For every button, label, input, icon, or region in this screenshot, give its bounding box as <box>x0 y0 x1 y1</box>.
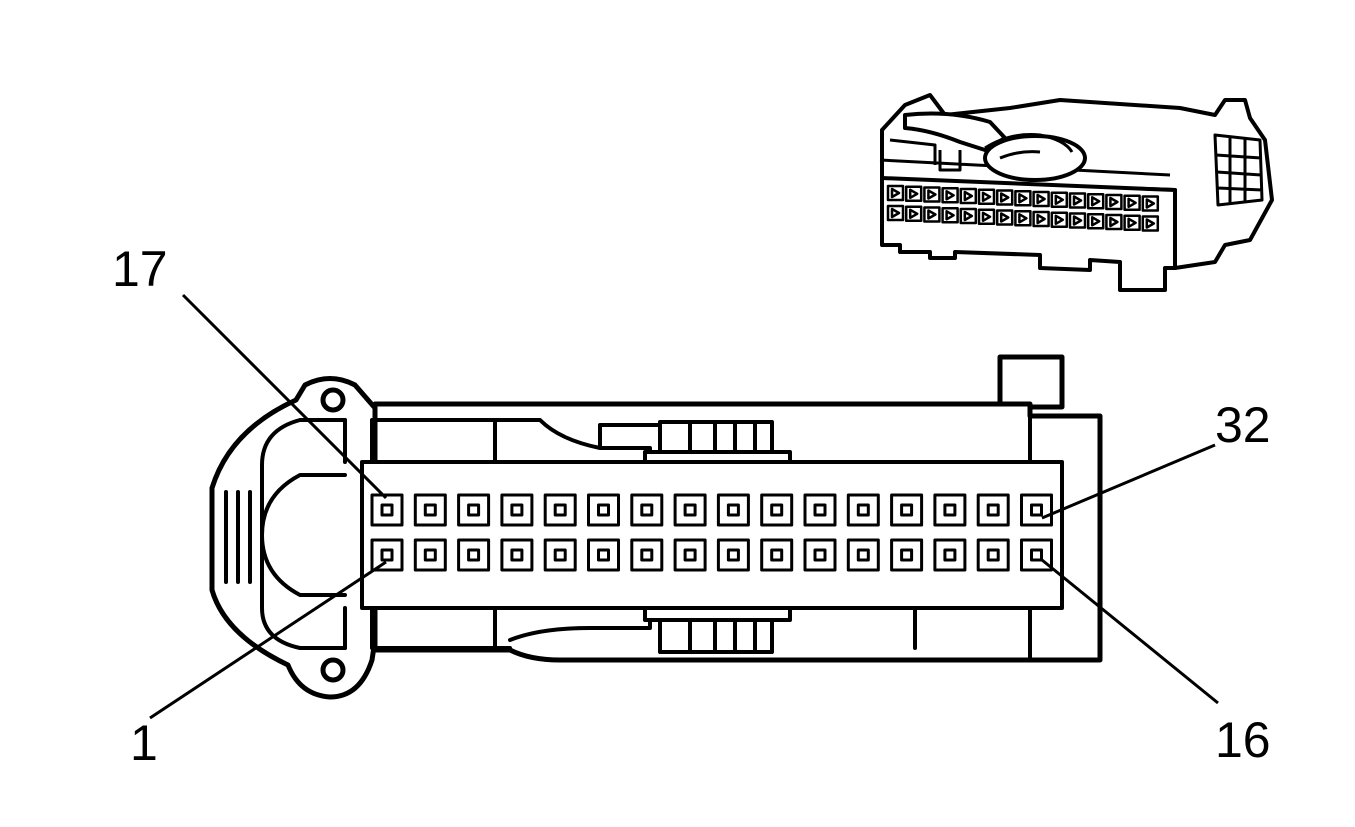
iso-pin-terminal <box>1090 216 1101 227</box>
bottom-mounting-eyelet <box>320 657 346 683</box>
pin-terminal <box>683 503 697 517</box>
pin-terminal <box>380 548 394 562</box>
pin-terminal <box>423 503 437 517</box>
pin-terminal <box>380 503 394 517</box>
pin-terminal <box>813 503 827 517</box>
pin-cavity <box>933 538 967 572</box>
iso-pin-terminal <box>1072 215 1083 226</box>
iso-pin-terminal <box>890 207 901 219</box>
iso-pin-terminal <box>1090 196 1101 207</box>
pin-label-32: 32 <box>1215 397 1271 453</box>
top-mounting-eyelet <box>320 387 346 413</box>
pin-terminal <box>900 503 914 517</box>
pin-cavity <box>370 538 404 572</box>
pin-terminal <box>640 548 654 562</box>
pin-terminal <box>640 503 654 517</box>
pin-terminal <box>770 503 784 517</box>
leader-line-1 <box>149 560 387 720</box>
iso-pin-terminal <box>890 187 901 199</box>
leader-line-32 <box>1041 443 1216 520</box>
pin-terminal <box>770 548 784 562</box>
pin-terminal <box>467 548 481 562</box>
leader-line-16 <box>1041 558 1219 705</box>
pin-cavity <box>933 493 967 527</box>
pin-terminal <box>813 548 827 562</box>
top-right-tab <box>997 354 1065 410</box>
pin-field <box>360 460 1064 610</box>
pin-label-16: 16 <box>1215 712 1271 768</box>
pin-terminal <box>986 503 1000 517</box>
pin-terminal <box>510 548 524 562</box>
iso-pin-terminal <box>1127 217 1137 229</box>
pin-terminal <box>510 503 524 517</box>
iso-pin-terminal <box>908 188 919 200</box>
iso-pin-terminal <box>981 191 992 203</box>
iso-pin-terminal <box>927 189 937 200</box>
left-latch-cavity <box>260 473 347 597</box>
iso-pin-terminal <box>945 190 955 201</box>
pin-label-1: 1 <box>130 715 158 771</box>
pin-terminal <box>597 548 610 562</box>
iso-pin-terminal <box>1036 213 1046 225</box>
iso-pin-terminal <box>1109 216 1119 228</box>
pin-terminal <box>856 503 870 517</box>
iso-pin-terminal <box>1036 193 1046 205</box>
leader-line-17 <box>181 293 388 500</box>
pin-cavity <box>716 493 750 527</box>
pin-terminal <box>943 503 957 517</box>
pin-cavity <box>500 493 534 527</box>
iso-pin-terminal <box>1072 195 1083 206</box>
pin-terminal <box>597 503 610 517</box>
pin-terminal <box>726 503 740 517</box>
iso-pin-terminal <box>908 208 919 220</box>
iso-pin-terminal <box>999 212 1010 223</box>
top-guide-rail <box>343 418 662 464</box>
leader-lines <box>149 293 1219 720</box>
pin-terminal <box>553 548 567 562</box>
iso-rotary-lock-detail <box>984 133 1074 160</box>
connector-face-view <box>209 354 1103 700</box>
iso-pin-terminal <box>927 209 937 220</box>
left-latch <box>209 376 378 700</box>
connector-isometric-view <box>879 93 1274 292</box>
iso-pin-terminal <box>963 210 974 222</box>
iso-pin-terminal <box>1018 213 1028 224</box>
iso-pin-terminal <box>1145 218 1156 229</box>
pin-terminal <box>900 548 914 562</box>
pin-cavity <box>630 493 664 527</box>
iso-pin-rows <box>886 184 1160 232</box>
bottom-center-lock <box>643 606 792 654</box>
pin-terminal <box>856 548 870 562</box>
iso-pin-terminal <box>1127 197 1137 209</box>
pin-cavity <box>803 493 837 527</box>
pin-terminal <box>467 503 481 517</box>
pin-terminal <box>1030 503 1043 517</box>
iso-pin-terminal <box>1054 214 1065 226</box>
iso-pin-terminal <box>1145 198 1156 209</box>
pin-terminal <box>726 548 740 562</box>
bottom-guide-rail <box>343 606 917 650</box>
iso-pin-terminal <box>1018 193 1028 204</box>
pin-label-17: 17 <box>112 241 168 297</box>
pin-terminal <box>1030 548 1043 562</box>
iso-pin-terminal <box>963 190 974 202</box>
iso-side-grid <box>1213 133 1264 207</box>
pin-terminal <box>423 548 437 562</box>
pin-terminal <box>943 548 957 562</box>
pin-cavity <box>760 493 794 527</box>
pin-cavities <box>370 493 1053 572</box>
pin-terminal <box>986 548 1000 562</box>
iso-pin-terminal <box>1054 194 1065 206</box>
grip-ribs <box>224 490 252 584</box>
pin-cavity <box>630 538 664 572</box>
iso-pin-terminal <box>981 211 992 223</box>
iso-pin-terminal <box>1109 196 1119 208</box>
top-center-lock <box>643 420 792 466</box>
pin-terminal <box>553 503 567 517</box>
pin-terminal <box>683 548 697 562</box>
iso-pin-terminal <box>945 210 955 221</box>
iso-pin-terminal <box>999 192 1010 203</box>
